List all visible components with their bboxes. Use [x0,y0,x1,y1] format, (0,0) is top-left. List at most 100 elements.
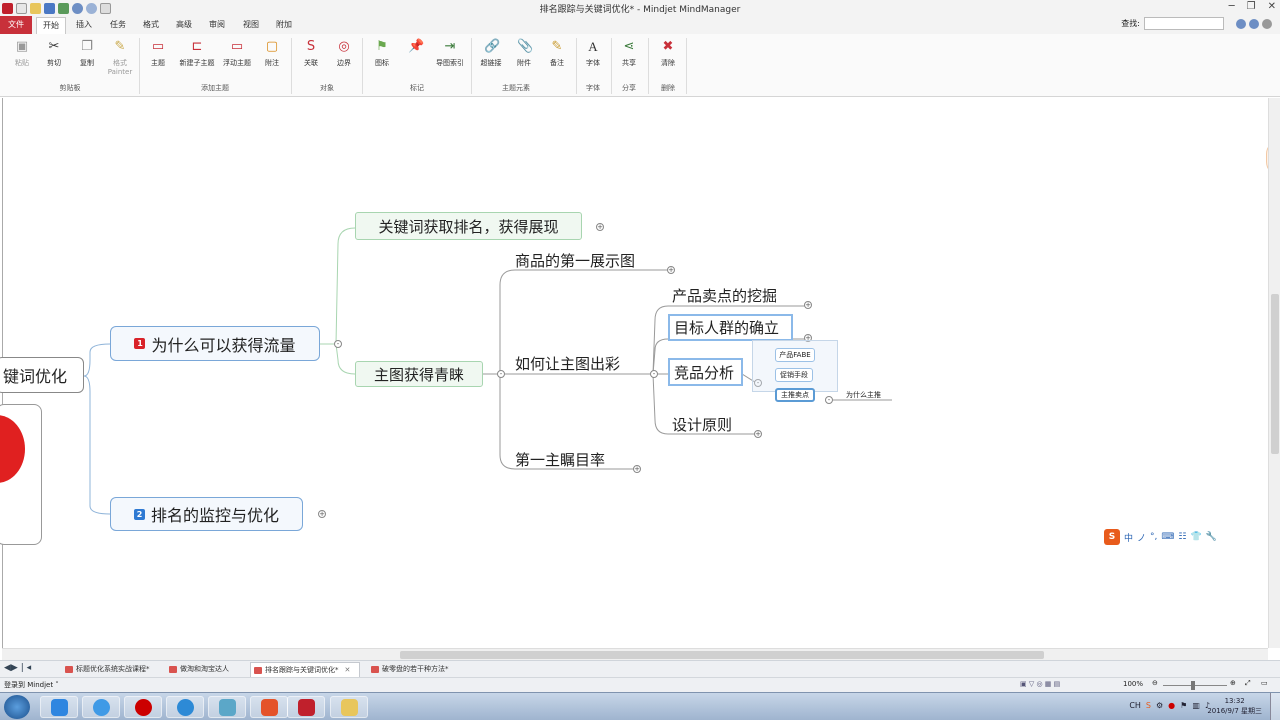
callout-button[interactable]: ▢附注 [254,40,290,68]
topic-keyword-ranking[interactable]: 关键词获取排名，获得展现 [355,212,582,240]
icon-button[interactable]: ⚑图标 [364,40,400,68]
taskbar-app-7[interactable] [287,696,325,718]
floating-topic-button[interactable]: ▭浮动主题 [219,40,255,68]
close-tab-icon[interactable]: ✕ [344,666,351,674]
tray-sogou-icon[interactable]: S [1145,701,1151,710]
map-index-button[interactable]: ⇥导图索引 [430,40,470,68]
tab-addins[interactable]: 附加 [276,20,292,29]
taskbar-app-6[interactable] [250,696,288,718]
topic-target-audience[interactable]: 目标人群的确立 [668,314,793,341]
topic-product-fabe[interactable]: 产品FABE [775,348,815,362]
save-icon[interactable] [44,2,55,14]
tab-file[interactable]: 文件 [0,16,32,34]
fit-page-icon[interactable]: ⤢ [1245,679,1251,687]
topic-how-stand-out[interactable]: 如何让主图出彩 [515,351,645,375]
horizontal-scroll-thumb[interactable] [400,651,1044,659]
save-all-icon[interactable] [58,2,69,14]
topic-selling-points[interactable]: 产品卖点的挖掘 [668,283,796,307]
tab-task[interactable]: 任务 [110,20,126,29]
topic-ranking-monitor[interactable]: 2 排名的监控与优化 [110,497,303,531]
collapse-icon[interactable]: - [754,379,762,387]
zoom-out-icon[interactable]: ⊖ [1152,679,1158,687]
format-painter-button[interactable]: ✎格式 Painter [102,40,138,77]
zoom-slider-knob[interactable] [1191,681,1195,690]
open-icon[interactable] [30,2,41,14]
topic-design-principles[interactable]: 设计原则 [668,412,748,436]
taskbar-app-3[interactable] [124,696,162,718]
topic-first-image[interactable]: 商品的第一展示图 [515,248,655,272]
ime-mode[interactable]: 中 [1124,533,1134,544]
topic-why-main-push[interactable]: 为什么主推 [846,389,894,401]
ime-settings-icon[interactable]: 🔧 [1205,532,1217,542]
clock[interactable]: 13:32 2016/9/7 星期三 [1207,696,1262,716]
topic-promotion[interactable]: 促销手段 [775,368,813,382]
ime-skin-icon[interactable]: 👕 [1190,532,1202,542]
vertical-scrollbar[interactable] [1268,98,1280,648]
zoom-slider[interactable] [1163,685,1227,686]
hyperlink-button[interactable]: 🔗超链接 [473,40,509,68]
show-desktop-button[interactable] [1270,693,1280,720]
minimize-icon[interactable]: ─ [1228,1,1235,12]
topic-main-selling-point[interactable]: 主推卖点 [775,388,815,402]
ime-grid-icon[interactable]: ☷ [1178,532,1187,542]
expand-icon[interactable]: + [633,465,641,473]
new-icon[interactable] [16,2,27,14]
central-topic[interactable]: 键词优化 [0,357,84,393]
login-link[interactable]: 登录到 Mindjet ˅ [4,681,59,689]
help-icon[interactable] [100,2,111,14]
tab-home[interactable]: 开始 [36,17,66,34]
horizontal-scrollbar[interactable] [2,648,1268,660]
vertical-scroll-thumb[interactable] [1271,294,1279,454]
expand-icon[interactable]: + [596,223,604,231]
language-indicator[interactable]: CH [1129,701,1141,710]
zoom-in-icon[interactable]: ⊕ [1230,679,1236,687]
volume-icon[interactable]: ♪ [1204,701,1210,710]
sogou-logo-icon[interactable]: S [1104,529,1120,545]
doc-tab-taobao-talent[interactable]: 做淘和淘宝达人 [166,662,229,677]
maximize-icon[interactable]: ❐ [1246,1,1256,12]
cut-button[interactable]: ✂剪切 [36,40,72,68]
collapse-icon[interactable]: - [650,370,658,378]
taskbar-app-5[interactable] [208,696,246,718]
share-button[interactable]: ⋖共享 [611,40,647,68]
tray-flag-icon[interactable]: ⚑ [1180,701,1188,710]
paste-button[interactable]: ▣粘贴 [4,40,40,68]
taskbar-app-4[interactable] [166,696,204,718]
expand-icon[interactable]: + [318,510,326,518]
redo-icon[interactable] [86,2,97,14]
ime-width-icon[interactable]: ノ [1137,533,1147,544]
topic-why-traffic[interactable]: 1 为什么可以获得流量 [110,326,320,361]
subtopic-button[interactable]: ⊏新建子主题 [176,40,218,68]
doc-tab-break-zero[interactable]: 破零盘的若干种方法* [368,662,449,677]
nav-back-icon[interactable] [1236,18,1246,29]
search-input[interactable] [1144,17,1224,30]
tab-insert[interactable]: 插入 [76,20,92,29]
fullscreen-icon[interactable]: ▭ [1261,679,1268,687]
attachment-button[interactable]: 📎附件 [506,40,542,68]
expand-icon[interactable]: + [804,301,812,309]
topic-attention-rate[interactable]: 第一主瞩目率 [515,447,635,471]
topic-main-image[interactable]: 主图获得青睐 [355,361,483,387]
tab-review[interactable]: 审阅 [209,20,225,29]
tray-app-icon[interactable]: ⚙ [1156,701,1164,710]
start-button[interactable] [4,695,30,719]
close-icon[interactable]: ✕ [1267,1,1276,12]
doc-tab-ranking-keywords[interactable]: 排名跟踪与关键词优化*✕ [250,662,360,677]
taskbar-app-1[interactable] [40,696,78,718]
options-icon[interactable] [1262,18,1272,29]
topic-competitor-analysis[interactable]: 竞品分析 [668,358,743,386]
tag-button[interactable]: 📌 [397,40,433,58]
expand-icon[interactable]: + [804,334,812,342]
collapse-icon[interactable]: - [497,370,505,378]
topic-button[interactable]: ▭主题 [140,40,176,68]
doc-tab-title-optimization[interactable]: 标题优化系统实战课程* [62,662,150,677]
tray-network-icon[interactable]: ▥ [1192,701,1200,710]
tray-record-icon[interactable]: ● [1168,701,1176,710]
collapse-icon[interactable]: - [825,396,833,404]
undo-icon[interactable] [72,2,83,14]
clear-button[interactable]: ✖清除 [650,40,686,68]
tab-format[interactable]: 格式 [143,20,159,29]
boundary-button[interactable]: ◎边界 [326,40,362,68]
